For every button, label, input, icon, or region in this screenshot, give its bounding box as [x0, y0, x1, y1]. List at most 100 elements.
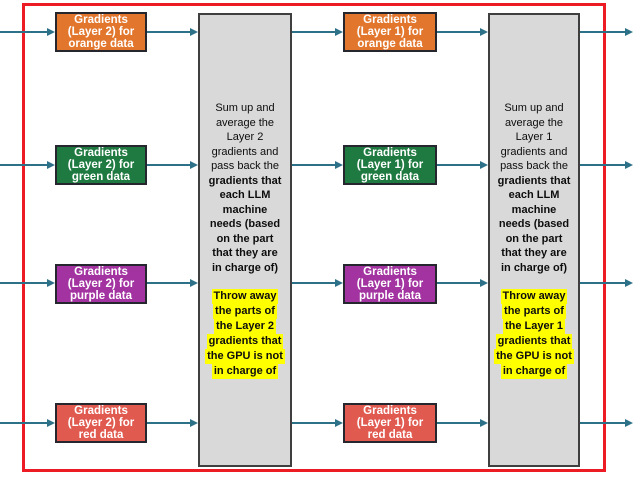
arrowhead-icon — [625, 279, 633, 287]
arrow-line — [437, 422, 482, 424]
text-line: machine — [511, 203, 557, 216]
text-line: green data — [71, 171, 131, 184]
text-line: gradients and — [500, 145, 568, 158]
text-line: on the part — [505, 232, 563, 245]
text-line: Gradients — [363, 404, 417, 417]
text-line: gradients that — [208, 174, 282, 187]
arrow-line — [147, 422, 192, 424]
flow-arrow — [292, 28, 343, 36]
flow-arrow — [147, 161, 198, 169]
arrow-line — [292, 31, 337, 33]
arrow-line — [0, 31, 49, 33]
arrowhead-icon — [47, 419, 55, 427]
arrowhead-icon — [47, 161, 55, 169]
text-line: Layer 1 — [515, 131, 553, 143]
text-line: gradients that — [497, 174, 571, 187]
text-line: gradients that — [206, 334, 284, 349]
arrowhead-icon — [335, 279, 343, 287]
text-line: the Layer 1 — [502, 319, 566, 334]
text-line: Gradients — [74, 404, 128, 417]
flow-arrow — [437, 279, 488, 287]
flow-arrow — [0, 28, 55, 36]
text-line: (Layer 2) for — [67, 416, 135, 429]
flow-arrow — [292, 279, 343, 287]
arrow-line — [580, 282, 627, 284]
text-line: the Layer 2 — [213, 319, 277, 334]
flow-arrow — [292, 419, 343, 427]
arrowhead-icon — [47, 279, 55, 287]
outer-frame — [22, 3, 606, 472]
arrow-line — [437, 164, 482, 166]
text-line: purple data — [70, 290, 132, 303]
flow-arrow — [580, 279, 633, 287]
text-line: orange data — [68, 38, 134, 51]
text-line: Sum up and — [504, 102, 564, 114]
arrow-line — [292, 164, 337, 166]
text-line: (Layer 1) for — [356, 25, 424, 38]
text-line: green data — [360, 171, 420, 184]
flow-arrow — [147, 419, 198, 427]
arrow-line — [292, 422, 337, 424]
arrow-line — [0, 164, 49, 166]
arrow-line — [147, 164, 192, 166]
text-line: in charge of — [500, 364, 568, 379]
arrow-line — [580, 164, 627, 166]
text-line: Gradients — [363, 146, 417, 159]
arrowhead-icon — [480, 279, 488, 287]
text-line: Gradients — [363, 13, 417, 26]
arrowhead-icon — [190, 28, 198, 36]
text-line: needs (based — [498, 218, 570, 230]
text-line: the GPU is not — [494, 349, 574, 364]
text-line: Throw away — [211, 289, 279, 304]
text-line: on the part — [216, 232, 274, 245]
arrowhead-icon — [480, 161, 488, 169]
text-line: the parts of — [213, 304, 277, 319]
flow-arrow — [437, 28, 488, 36]
text-line: that they are — [501, 247, 567, 259]
arrowhead-icon — [190, 279, 198, 287]
arrow-line — [0, 282, 49, 284]
text-line: machine — [222, 203, 268, 216]
text-line: needs (based — [209, 218, 281, 230]
text-line: gradients and — [211, 145, 279, 158]
arrowhead-icon — [480, 419, 488, 427]
arrow-line — [437, 31, 482, 33]
flow-arrow — [0, 279, 55, 287]
flow-arrow — [580, 419, 633, 427]
arrowhead-icon — [625, 419, 633, 427]
flow-arrow — [580, 28, 633, 36]
text-line: in charge of — [211, 364, 279, 379]
text-line: (Layer 2) for — [67, 25, 135, 38]
arrowhead-icon — [335, 419, 343, 427]
arrow-line — [0, 422, 49, 424]
text-line: Sum up and — [215, 102, 275, 114]
flow-arrow — [580, 161, 633, 169]
arrow-line — [437, 282, 482, 284]
text-line: red data — [367, 429, 413, 442]
text-line: (Layer 2) for — [67, 158, 135, 171]
flow-arrow — [147, 28, 198, 36]
arrowhead-icon — [190, 161, 198, 169]
arrow-line — [147, 282, 192, 284]
text-line: Gradients — [363, 265, 417, 278]
text-line: each LLM — [219, 189, 271, 201]
arrow-line — [292, 282, 337, 284]
text-line: the GPU is not — [205, 349, 285, 364]
text-line: Gradients — [74, 13, 128, 26]
arrowhead-icon — [625, 28, 633, 36]
arrowhead-icon — [480, 28, 488, 36]
text-line: orange data — [357, 38, 423, 51]
text-line: Throw away — [500, 289, 568, 304]
